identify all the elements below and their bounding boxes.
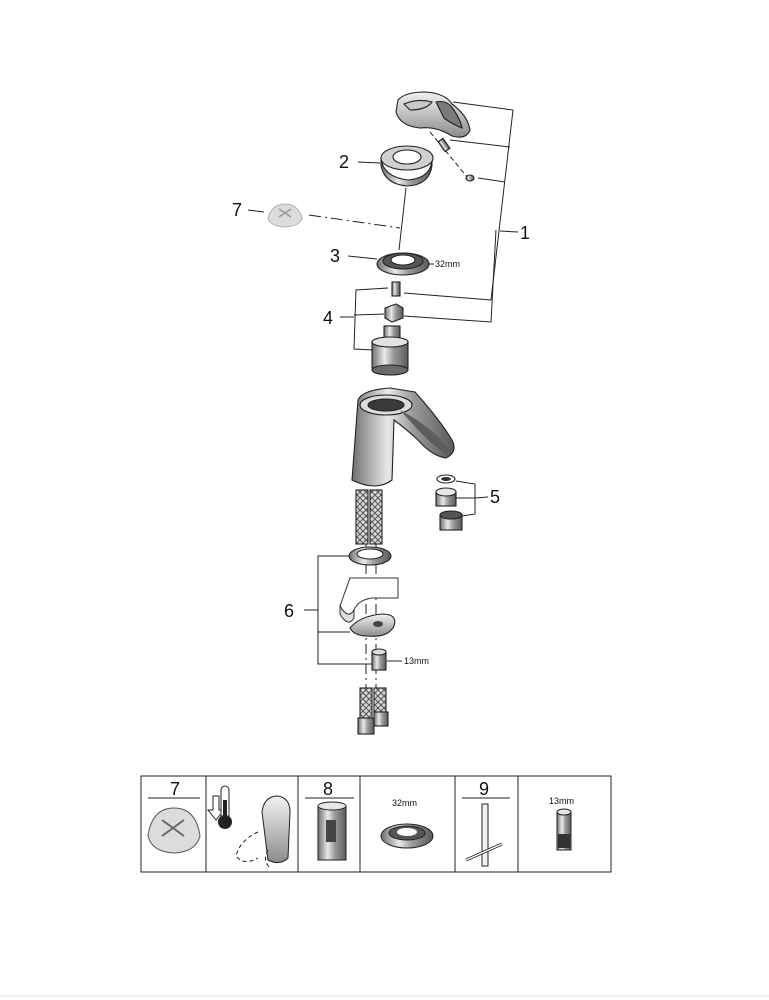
cartridge-screw [391, 281, 401, 297]
callout-3: 3 [330, 246, 340, 266]
nut-32mm-icon [380, 823, 434, 849]
callout-5: 5 [490, 487, 500, 507]
countertop-section [339, 577, 399, 623]
callout-bracket-1 [403, 101, 519, 323]
callout-7: 7 [232, 200, 242, 220]
cover-sleeve [380, 145, 434, 187]
cap-icon [147, 807, 201, 854]
extension-sleeve-icon [317, 801, 347, 861]
callout-line-7 [247, 209, 265, 213]
socket-13mm-icon [556, 808, 572, 851]
hose-ends [357, 687, 389, 735]
table-cell-8: 8 [305, 779, 354, 861]
table-cell-13mm: 13mm [549, 796, 574, 851]
table-cell-7: 7 [147, 779, 201, 854]
cap-axis-line [308, 214, 401, 229]
cartridge-nut-32mm [376, 252, 430, 276]
callout-bracket-5 [455, 480, 489, 517]
callout-1: 1 [520, 223, 530, 243]
table-dim-13mm: 13mm [549, 796, 574, 806]
callout-line-4 [353, 313, 385, 316]
callout-line-2 [357, 161, 381, 164]
table-number-8: 8 [323, 779, 333, 799]
dim-32mm: 32mm [435, 259, 460, 269]
table-number-9: 9 [479, 779, 489, 799]
cap-part-7 [267, 203, 303, 228]
handle-set-screw [429, 131, 475, 182]
callout-line-3 [347, 255, 378, 260]
callout-2: 2 [339, 152, 349, 172]
table-cell-32mm: 32mm [380, 798, 434, 849]
thermometer-icon [218, 785, 232, 829]
horseshoe-washer [349, 613, 396, 637]
mounting-ring [348, 546, 392, 566]
callout-bracket-4 [353, 287, 389, 351]
table-dim-32mm: 32mm [392, 798, 417, 808]
aerator-insert [435, 487, 457, 507]
table-number-7: 7 [170, 779, 180, 799]
cartridge [371, 325, 409, 376]
spare-parts-table [140, 775, 612, 873]
faucet-body [351, 387, 455, 487]
wrench-tool-icon [465, 803, 503, 867]
mounting-nut-13mm [371, 648, 387, 671]
axis-line [398, 187, 407, 251]
dim-13mm: 13mm [404, 656, 429, 666]
aerator-washer [436, 474, 456, 484]
callout-bracket-6 [304, 555, 402, 665]
table-cell-9: 9 [462, 779, 510, 867]
table-cell-temperature-limit [206, 785, 291, 869]
lever-rotation-icon [235, 795, 291, 869]
lever-handle [395, 91, 471, 138]
cartridge-adapter [384, 303, 404, 323]
down-arrow-icon [206, 795, 226, 821]
aerator-housing [439, 510, 463, 531]
callout-6: 6 [284, 601, 294, 621]
callout-4: 4 [323, 308, 333, 328]
